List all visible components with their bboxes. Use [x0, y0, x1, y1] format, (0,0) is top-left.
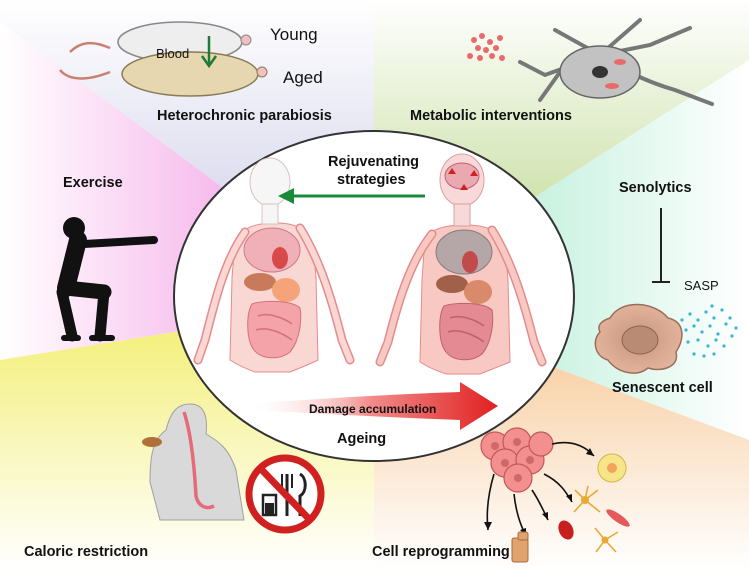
red-blood-cell-icon: [558, 520, 574, 540]
metabolic-title: Metabolic interventions: [410, 108, 572, 124]
aged-label: Aged: [283, 68, 323, 87]
young-body-icon: [193, 157, 355, 373]
aged-mouse-icon: [121, 51, 259, 97]
damage-label: Damage accumulation: [309, 402, 436, 416]
sasp-particles-icon: [680, 304, 738, 358]
ageing-arrow-icon: [245, 382, 498, 430]
exercise-title: Exercise: [63, 175, 123, 191]
muscle-cell-icon: [606, 509, 630, 527]
caloric-title: Caloric restriction: [24, 544, 148, 560]
digestive-tract-illustration: [142, 403, 245, 521]
senolytics-title: Senolytics: [619, 180, 692, 196]
senescent-cell-label: Senescent cell: [612, 380, 713, 396]
food-icon: [142, 437, 162, 447]
cell-reprogramming-illustration: [480, 427, 630, 563]
young-label: Young: [270, 25, 318, 44]
metabolite-dots-icon: [467, 33, 505, 61]
reprogramming-title: Cell reprogramming: [372, 544, 510, 560]
rejuvenating-label-2: strategies: [337, 172, 406, 188]
ageing-label: Ageing: [337, 431, 386, 447]
exercise-figure-icon: [56, 217, 158, 342]
blood-label: Blood: [156, 46, 189, 61]
sasp-label: SASP: [684, 278, 719, 293]
neuron-illustration: [467, 18, 714, 106]
parabiosis-title: Heterochronic parabiosis: [157, 108, 332, 124]
lungs-icon: [243, 227, 301, 273]
no-food-icon: [245, 454, 325, 534]
rejuvenating-label-1: Rejuvenating: [328, 154, 419, 170]
aged-body-icon: [375, 153, 547, 375]
rejuvenating-arrow-icon: [278, 188, 294, 204]
blood-arrow-icon: [200, 55, 218, 69]
epithelial-cell-icon: [511, 531, 529, 563]
parabiosis-illustration: Blood Young Aged: [59, 21, 323, 97]
